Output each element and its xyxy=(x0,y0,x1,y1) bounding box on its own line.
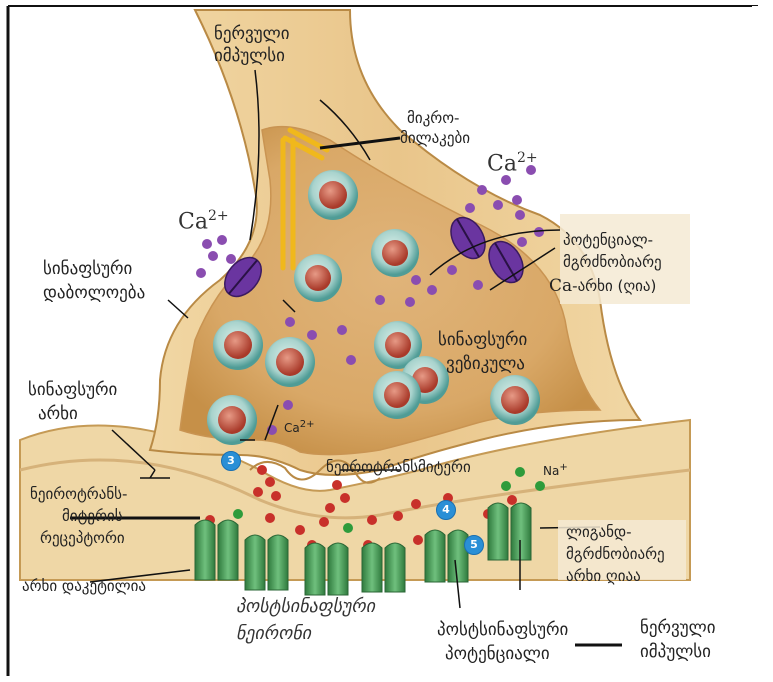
ligand-channel-line1: ლიგანდ- xyxy=(566,522,632,542)
synaptic-terminal-line1: სინაფსური xyxy=(43,259,132,279)
ca-channel-open-label: Ca-არხი (ღია) xyxy=(549,276,656,296)
step-badge-3: 3 xyxy=(221,451,241,471)
vesicle xyxy=(308,170,358,220)
nerve-impulse-top-line2: იმპულსი xyxy=(214,46,285,66)
vesicle xyxy=(294,254,342,302)
voltage-channel-line1: პოტენციალ- xyxy=(563,230,653,250)
synaptic-cleft-line1: სინაფსური xyxy=(28,380,117,400)
vesicle xyxy=(265,337,315,387)
ligand-channel-line3: არხი ღიაა xyxy=(566,566,641,586)
channel-closed-label: არხი დაკეტილია xyxy=(22,576,146,596)
ca-small-label: Ca2+ xyxy=(284,415,314,438)
synaptic-vesicle-line1: სინაფსური xyxy=(438,330,527,350)
ca-top-right: Ca2+ xyxy=(487,148,538,174)
vesicle xyxy=(207,395,257,445)
vesicle xyxy=(213,320,263,370)
nt-receptor-line1: ნეიროტრანს- xyxy=(30,484,127,504)
vesicle xyxy=(371,229,419,277)
ca-left: Ca2+ xyxy=(178,206,229,232)
postsynaptic-neuron-line1: პოსტსინაფსური xyxy=(236,597,375,617)
neurotransmitter-label: ნეიროტრანსმიტერი xyxy=(326,457,471,477)
vesicle xyxy=(490,375,540,425)
step-badge-4: 4 xyxy=(436,500,456,520)
vesicle xyxy=(373,371,421,419)
nt-receptor-line3: რეცეპტორი xyxy=(40,528,125,548)
na-ion-label: Na+ xyxy=(543,458,568,481)
postsynaptic-potential-line2: პოტენციალი xyxy=(445,644,550,664)
ligand-channel-line2: მგრძნობიარე xyxy=(566,544,665,564)
postsynaptic-potential-line1: პოსტსინაფსური xyxy=(437,620,568,640)
synaptic-vesicle-line2: ვეზიკულა xyxy=(446,354,525,374)
nerve-impulse-top-line1: ნერვული xyxy=(214,24,290,44)
step-badge-5: 5 xyxy=(464,535,484,555)
voltage-channel-line2: მგრძნობიარე xyxy=(563,252,662,272)
nerve-impulse-bottom-line1: ნერვული xyxy=(640,618,716,638)
nerve-impulse-bottom-line2: იმპულსი xyxy=(640,642,711,662)
nt-receptor-line2: მიტერის xyxy=(62,506,123,526)
microtubules-line2: მილაკები xyxy=(400,128,470,148)
microtubules-line1: მიკრო- xyxy=(407,108,459,128)
synaptic-cleft-line2: არხი xyxy=(38,404,78,424)
synaptic-terminal-line2: დაბოლოება xyxy=(43,283,145,303)
postsynaptic-neuron-line2: ნეირონი xyxy=(236,624,311,644)
